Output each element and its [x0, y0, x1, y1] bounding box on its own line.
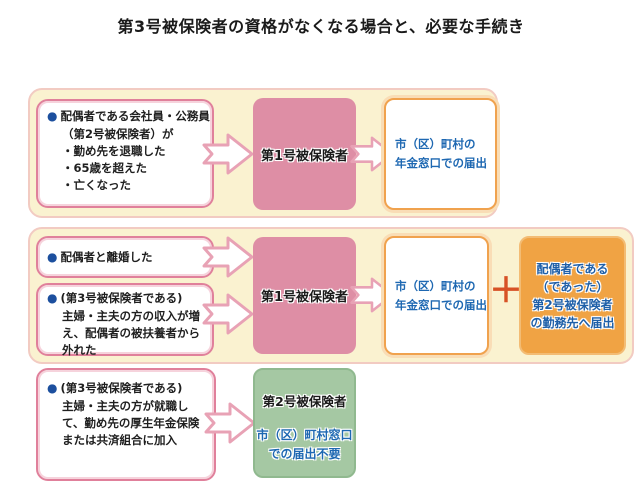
- procedure-line: 市（区）町村の: [395, 137, 476, 152]
- cause-line: 外れた: [62, 342, 97, 357]
- result-box-category2: 第2号被保険者 市（区）町村窓口 での届出不要: [253, 368, 356, 478]
- cause-line: ・勤め先を退職した: [62, 143, 166, 158]
- procedure-line: 年金窓口での届出: [395, 156, 487, 170]
- cause-box-divorce: ● 配偶者と離婚した: [36, 236, 214, 278]
- cause-line: ● (第3号被保険者である): [47, 380, 208, 398]
- arrow-right-icon: [204, 402, 256, 444]
- bullet-icon: ●: [47, 249, 58, 264]
- bullet-icon: ●: [47, 109, 58, 123]
- cause-box-income-increase: ● (第3号被保険者である) 主婦・主夫の方の収入が増 え、配偶者の被扶養者から…: [36, 283, 214, 357]
- arrow-right-icon: [202, 236, 254, 278]
- procedure-box-spouse-employer: 配偶者である （であった） 第2号被保険者 の勤務先へ届出: [519, 236, 626, 355]
- extra-procedure-line: の勤務先へ届出: [530, 315, 615, 330]
- cause-text: 配偶者と離婚した: [60, 249, 153, 264]
- note-line: 市（区）町村窓口: [256, 428, 353, 442]
- cause-line: て、勤め先の厚生年金保険: [62, 415, 200, 430]
- extra-procedure-line: 第2号被保険者: [532, 297, 613, 312]
- procedure-line: 市（区）町村の: [395, 278, 476, 293]
- arrow-right-icon: [202, 293, 254, 335]
- plus-icon: ＋: [489, 271, 523, 311]
- result-title: 第2号被保険者: [262, 394, 347, 409]
- cause-line: ・65歳を超えた: [62, 160, 148, 175]
- cause-line: ● 配偶者である会社員・公務員: [47, 108, 210, 126]
- cause-text: (第3号被保険者である): [60, 291, 183, 305]
- bullet-icon: ●: [47, 291, 58, 305]
- procedure-box-city-office: 市（区）町村の 年金窓口での届出: [384, 98, 497, 210]
- extra-procedure-line: （であった）: [536, 279, 609, 294]
- extra-procedure-line: 配偶者である: [536, 261, 609, 276]
- cause-text: 配偶者である会社員・公務員: [60, 109, 210, 123]
- cause-box-got-employed: ● (第3号被保険者である) 主婦・主夫の方が就職し て、勤め先の厚生年金保険 …: [36, 368, 216, 481]
- cause-line: （第2号被保険者）が: [62, 126, 174, 141]
- no-procedure-note: 市（区）町村窓口 での届出不要: [255, 426, 354, 463]
- cause-line: ・亡くなった: [62, 177, 131, 192]
- cause-line: ● (第3号被保険者である): [47, 290, 206, 308]
- result-box-category1: 第1号被保険者: [253, 237, 356, 354]
- page-title: 第3号被保険者の資格がなくなる場合と、必要な手続き: [117, 17, 525, 36]
- cause-box-spouse-employee: ● 配偶者である会社員・公務員 （第2号被保険者）が ・勤め先を退職した ・65…: [36, 99, 214, 208]
- note-line: での届出不要: [268, 446, 341, 461]
- cause-line: または共済組合に加入: [62, 432, 177, 447]
- cause-line: 主婦・主夫の方の収入が増: [62, 308, 200, 323]
- procedure-box-city-office: 市（区）町村の 年金窓口での届出: [384, 236, 489, 355]
- cause-line: え、配偶者の被扶養者から: [62, 325, 200, 340]
- arrow-right-icon: [350, 136, 394, 172]
- cause-text: (第3号被保険者である): [60, 381, 183, 395]
- result-box-category1: 第1号被保険者: [253, 98, 356, 210]
- arrow-right-icon: [350, 277, 394, 313]
- cause-line: ● 配偶者と離婚した: [47, 249, 152, 267]
- procedure-line: 年金窓口での届出: [395, 297, 487, 312]
- cause-line: 主婦・主夫の方が就職し: [62, 398, 189, 413]
- arrow-right-icon: [202, 133, 254, 175]
- bullet-icon: ●: [47, 381, 58, 395]
